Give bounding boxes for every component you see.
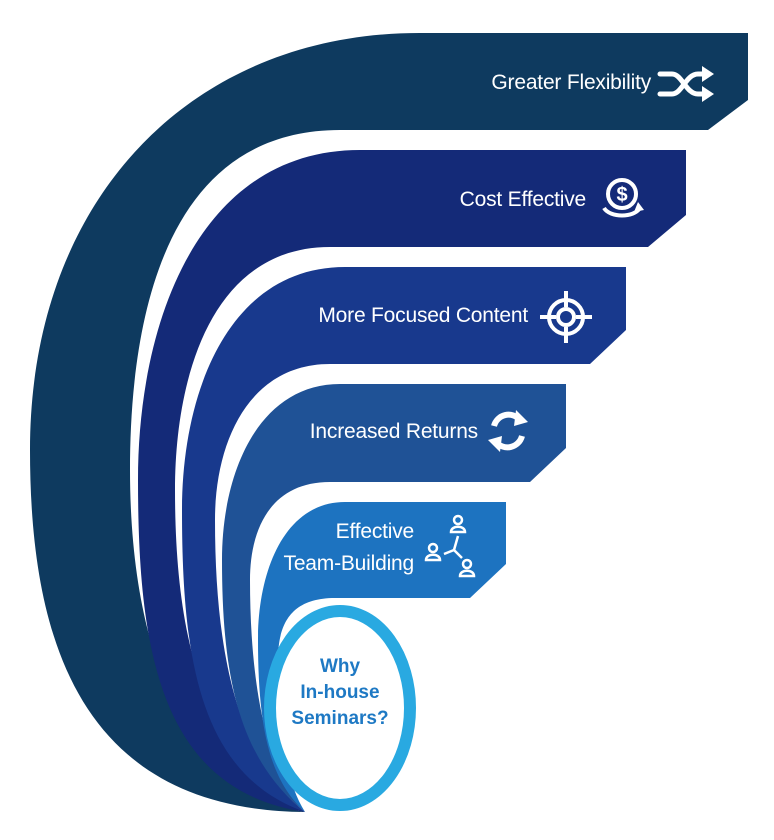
center-ring [264, 605, 416, 811]
refresh-icon [488, 410, 528, 452]
center-title: Why In-house Seminars? [270, 654, 410, 732]
band-increased-returns [222, 384, 566, 812]
label-greater-flexibility: Greater Flexibility [491, 71, 651, 94]
band-greater-flexibility [30, 33, 748, 812]
label-team-line-1: Effective [335, 520, 415, 543]
center-line-3: Seminars? [291, 708, 389, 729]
center-line-1: Why [319, 656, 361, 677]
label-more-focused-content: More Focused Content [318, 304, 528, 327]
svg-text:$: $ [616, 184, 627, 206]
band-effective-team-building [258, 502, 506, 812]
target-icon [540, 291, 592, 343]
label-effective-team-building: Effective Team-Building [283, 516, 415, 580]
label-team-line-2: Team-Building [283, 552, 415, 575]
label-increased-returns: Increased Returns [309, 420, 478, 443]
label-cost-effective: Cost Effective [459, 188, 587, 211]
center-line-2: In-house [300, 682, 380, 703]
shuffle-icon [657, 66, 714, 102]
dollar-cycle-icon: $ [602, 178, 644, 218]
team-network-icon [424, 514, 476, 578]
